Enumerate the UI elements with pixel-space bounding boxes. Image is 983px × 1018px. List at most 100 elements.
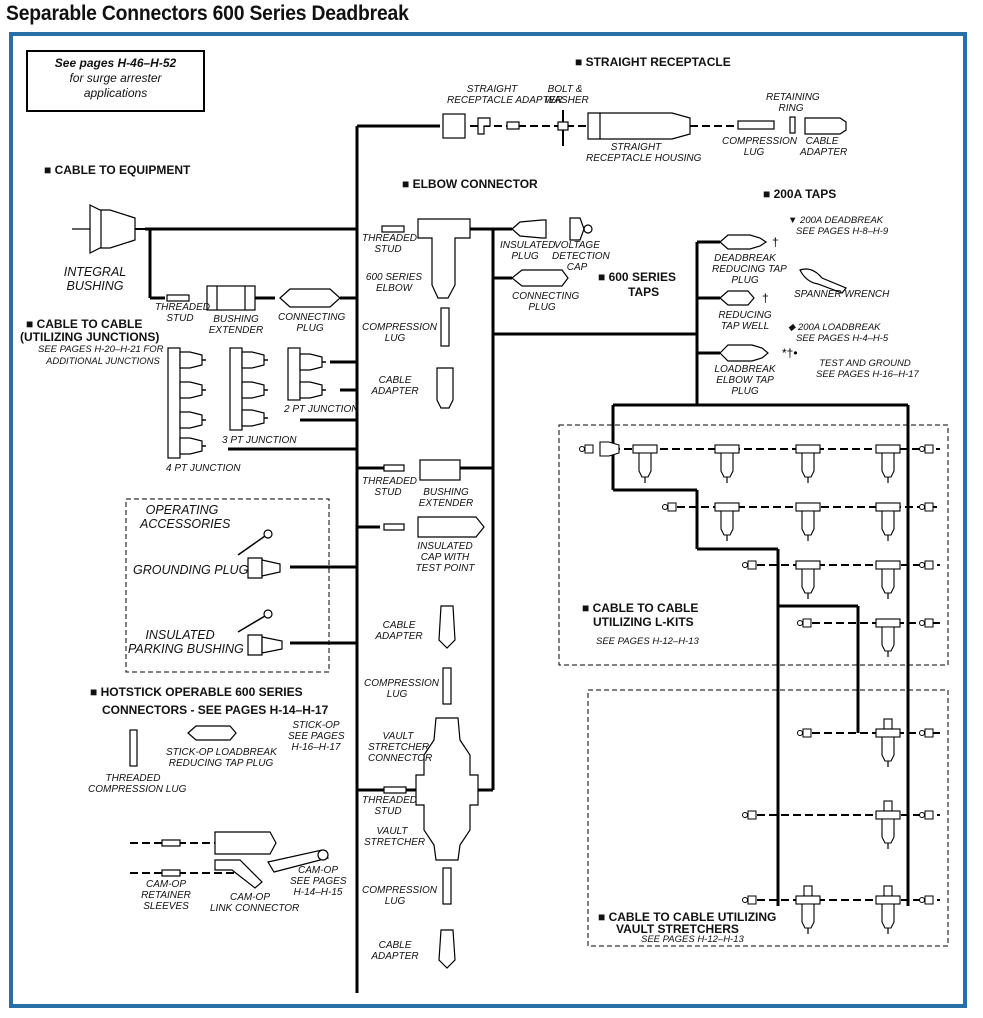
dagger-mark-1: † — [772, 235, 779, 249]
loadbreak-elbow-tap-plug-icon — [719, 344, 769, 362]
label-200a-deadbreak-ref: SEE PAGES H-8–H-9 — [796, 226, 889, 237]
label-spanner-wrench: SPANNER WRENCH — [794, 289, 890, 300]
heading-cable-to-equipment: ■ CABLE TO EQUIPMENT — [44, 163, 191, 177]
note-line1: See pages H-46–H-52 — [54, 56, 177, 70]
dagger-mark-2: † — [762, 291, 769, 305]
label-cable-adapter-elbow: CABLE ADAPTER — [371, 375, 419, 397]
label-insulated-plug: INSULATED PLUG — [500, 240, 556, 262]
insulated-plug-icon — [511, 219, 547, 239]
label-deadbreak-reducing-tap: DEADBREAK REDUCING TAP PLUG — [712, 253, 787, 286]
label-threaded-stud-left: THREADED STUD — [155, 302, 211, 324]
connecting-plug-left-icon — [279, 288, 341, 308]
label-insulated-parking-bushing: INSULATED PARKING BUSHING — [128, 628, 244, 656]
threaded-compression-lug-icon — [129, 729, 138, 767]
stub-stud-icon — [383, 523, 405, 531]
cable-adapter-low-icon — [438, 605, 456, 649]
diagram-frame — [9, 32, 967, 1008]
page-title: Separable Connectors 600 Series Deadbrea… — [6, 2, 409, 25]
junction-2pt-bar — [287, 347, 301, 401]
vault-stretcher-connector-icon — [415, 717, 479, 861]
washer-icon — [557, 121, 569, 131]
bushing-extender-mid-icon — [419, 459, 461, 481]
label-grounding-plug: GROUNDING PLUG — [133, 563, 249, 577]
operating-accessories-box — [125, 498, 330, 673]
bushing-extender-left-icon — [206, 285, 256, 311]
label-junction-4pt: 4 PT JUNCTION — [166, 463, 241, 474]
label-bolt-washer: BOLT & WASHER — [545, 84, 589, 106]
label-200a-loadbreak: ◆ 200A LOADBREAK — [788, 322, 881, 333]
straight-receptacle-housing-icon — [587, 112, 691, 140]
heading-lkits-1: ■ CABLE TO CABLE — [582, 601, 699, 615]
label-junction-3pt: 3 PT JUNCTION — [222, 435, 297, 446]
label-cable-adapter-bot: CABLE ADAPTER — [371, 940, 419, 962]
insulated-cap-icon — [417, 516, 485, 538]
label-bushing-extender-left: BUSHING EXTENDER — [208, 314, 264, 336]
heading-vault-1: ■ CABLE TO CABLE UTILIZING — [598, 910, 777, 924]
cable-adapter-top-icon — [804, 117, 847, 135]
label-loadbreak-elbow-tap: LOADBREAK ELBOW TAP PLUG — [714, 364, 776, 397]
compression-lug-bot-icon — [442, 867, 452, 905]
spanner-wrench-icon — [799, 268, 847, 294]
lkits-box — [558, 424, 949, 666]
note-line2: for surge arrester — [69, 71, 162, 85]
threaded-stud-mid-icon — [383, 464, 405, 472]
main-trunk-lines — [145, 124, 910, 993]
threaded-stud-low-icon — [383, 786, 407, 794]
label-compression-lug-low: COMPRESSION LUG — [364, 678, 440, 700]
group-boxes — [125, 424, 949, 947]
label-connecting-plug-mid: CONNECTING PLUG — [512, 291, 580, 313]
label-series-elbow: 600 SERIES ELBOW — [365, 272, 423, 294]
label-threaded-stud-mid: THREADED STUD — [362, 476, 418, 498]
junction-3pt-bar — [229, 347, 243, 431]
vault-stretcher-rows — [742, 718, 934, 935]
label-stick-op-tap-plug: STICK-OP LOADBREAK REDUCING TAP PLUG — [166, 747, 277, 769]
integral-bushing-icon — [72, 204, 145, 254]
heading-200a-taps: ■ 200A TAPS — [763, 187, 837, 201]
label-compression-lug-bot: COMPRESSION LUG — [362, 885, 438, 907]
label-junction-2pt: 2 PT JUNCTION — [284, 404, 359, 415]
compression-lug-elbow-icon — [440, 307, 450, 347]
cam-op-link-connector-icon — [214, 831, 277, 855]
stick-op-tap-plug-icon — [187, 725, 237, 741]
reducing-tap-well-icon — [719, 290, 755, 306]
series-elbow-icon — [417, 218, 471, 299]
heading-elbow-connector: ■ ELBOW CONNECTOR — [402, 177, 538, 191]
label-cable-adapter-low: CABLE ADAPTER — [375, 620, 423, 642]
label-operating-accessories: OPERATING ACCESSORIES — [140, 503, 231, 531]
surge-arrester-note: See pages H-46–H-52 for surge arrester a… — [26, 50, 205, 112]
heading-hotstick-2: CONNECTORS - SEE PAGES H-14–H-17 — [102, 703, 329, 717]
heading-hotstick-1: ■ HOTSTICK OPERABLE 600 SERIES — [90, 685, 303, 699]
label-threaded-stud-elbow: THREADED STUD — [362, 233, 418, 255]
label-insulated-cap: INSULATED CAP WITH TEST POINT — [415, 541, 475, 574]
label-threaded-compression-lug: THREADED COMPRESSION LUG — [88, 773, 187, 795]
vault-ref: SEE PAGES H-12–H-13 — [641, 934, 744, 945]
label-vault-stretcher: VAULT STRETCHER — [364, 826, 426, 848]
junctions — [167, 347, 327, 459]
label-200a-loadbreak-ref: SEE PAGES H-4–H-5 — [796, 333, 889, 344]
note-line3: applications — [83, 86, 148, 100]
threaded-stud-elbow-icon — [381, 225, 405, 233]
label-cable-adapter-top: CABLE ADAPTER — [800, 136, 848, 158]
label-cam-op-sleeves: CAM-OP RETAINER SLEEVES — [141, 879, 191, 912]
straight-receptacle-adapter-icon — [442, 113, 466, 139]
cable-to-cable-ref-2: ADDITIONAL JUNCTIONS — [46, 356, 160, 367]
heading-600-series-taps-1: ■ 600 SERIES — [598, 270, 676, 284]
marks-3: *†• — [782, 346, 798, 360]
label-200a-deadbreak: ▼ 200A DEADBREAK — [788, 215, 884, 226]
lkits-ref: SEE PAGES H-12–H-13 — [596, 636, 699, 647]
heading-straight-receptacle: ■ STRAIGHT RECEPTACLE — [575, 55, 731, 69]
deadbreak-reducing-tap-plug-icon — [719, 234, 768, 250]
heading-vault-2: VAULT STRETCHERS — [616, 922, 739, 936]
label-compression-lug-elbow: COMPRESSION LUG — [362, 322, 438, 344]
retaining-ring-icon — [789, 116, 796, 134]
label-test-and-ground: TEST AND GROUND SEE PAGES H-16–H-17 — [816, 358, 919, 380]
heading-lkits-2: UTILIZING L-KITS — [593, 615, 694, 629]
label-stick-op-ref: STICK-OP SEE PAGES H-16–H-17 — [288, 720, 345, 753]
label-cam-op-ref: CAM-OP SEE PAGES H-14–H-15 — [290, 865, 347, 898]
label-reducing-tap-well: REDUCING TAP WELL — [718, 310, 772, 332]
vault-stretchers-box — [587, 689, 949, 947]
label-voltage-detection-cap: VOLTAGE DETECTION CAP — [552, 240, 610, 273]
label-compression-lug-top: COMPRESSION LUG — [722, 136, 798, 158]
cable-adapter-bot-icon — [438, 929, 456, 969]
